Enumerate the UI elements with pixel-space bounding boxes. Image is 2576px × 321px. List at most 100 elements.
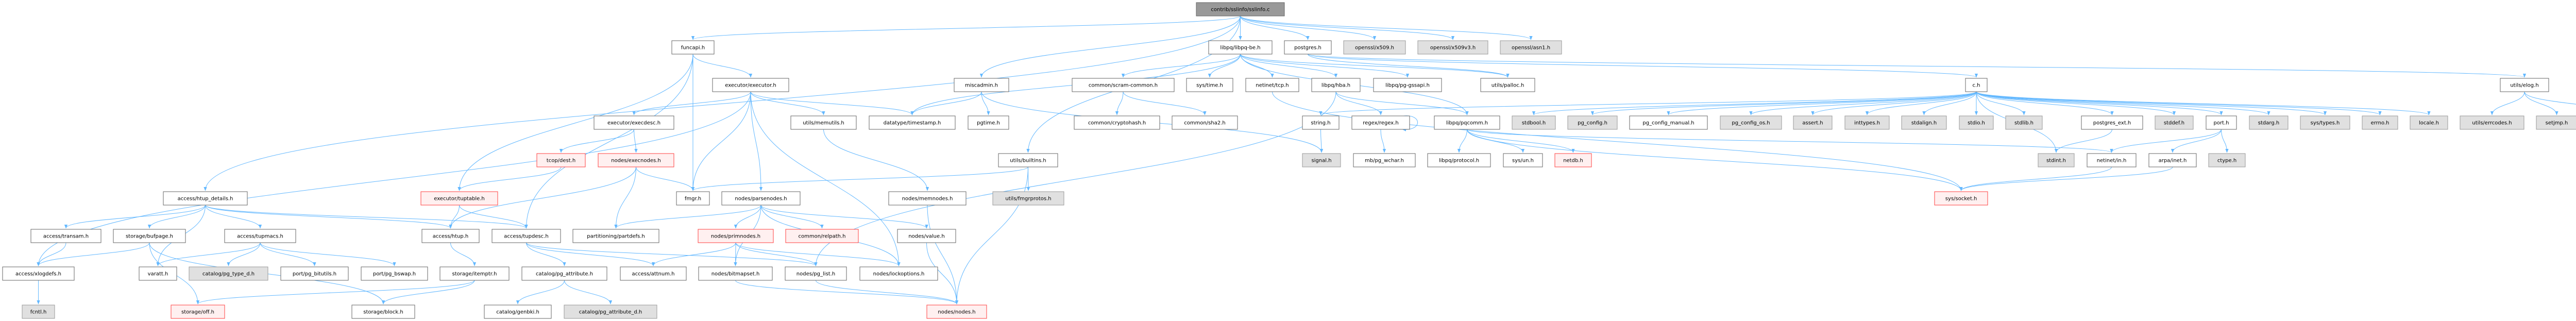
node-parsenodes[interactable]: nodes/parsenodes.h — [721, 191, 801, 206]
node-arpainet[interactable]: arpa/inet.h — [2148, 153, 2197, 167]
node-builtins[interactable]: utils/builtins.h — [998, 153, 1058, 167]
node-pqcomm[interactable]: libpq/pqcomm.h — [1434, 115, 1500, 130]
node-nodes[interactable]: nodes/nodes.h — [926, 305, 987, 319]
edge-execnodes-to-partdefs — [614, 166, 636, 229]
node-tupdesc[interactable]: access/tupdesc.h — [492, 229, 561, 243]
node-palloc[interactable]: utils/palloc.h — [1480, 78, 1535, 92]
node-regex[interactable]: regex/regex.h — [1351, 115, 1410, 130]
node-string[interactable]: string.h — [1302, 115, 1340, 130]
node-errcodes[interactable]: utils/errcodes.h — [2460, 115, 2524, 130]
node-itemptr[interactable]: storage/itemptr.h — [439, 266, 510, 281]
node-value[interactable]: nodes/value.h — [897, 229, 956, 243]
node-pgattributed[interactable]: catalog/pg_attribute_d.h — [564, 305, 657, 319]
node-timestamp[interactable]: datatype/timestamp.h — [869, 115, 956, 130]
node-x509[interactable]: openssl/x509.h — [1343, 40, 1406, 55]
node-sysun[interactable]: sys/un.h — [1503, 153, 1543, 167]
node-bufpage[interactable]: storage/bufpage.h — [113, 229, 186, 243]
node-sha2[interactable]: common/sha2.h — [1172, 115, 1238, 130]
node-postgresext[interactable]: postgres_ext.h — [2081, 115, 2143, 130]
node-partdefs[interactable]: partitioning/partdefs.h — [572, 229, 659, 243]
node-box — [1427, 153, 1491, 167]
node-pgconfig[interactable]: pg_config.h — [1567, 115, 1618, 130]
node-hba[interactable]: libpq/hba.h — [1311, 78, 1361, 92]
node-stdio[interactable]: stdio.h — [1959, 115, 1994, 130]
node-bitmapset[interactable]: nodes/bitmapset.h — [698, 266, 773, 281]
node-setjmp[interactable]: setjmp.h — [2536, 115, 2576, 130]
node-tcopdest[interactable]: tcop/dest.h — [536, 153, 586, 167]
edge-hba-to-pqcomm — [1335, 91, 1469, 115]
node-pglist[interactable]: nodes/pg_list.h — [785, 266, 847, 281]
node-inttypes[interactable]: inttypes.h — [1844, 115, 1890, 130]
node-tuptable[interactable]: executor/tuptable.h — [420, 191, 498, 206]
node-stdint[interactable]: stdint.h — [2038, 153, 2075, 167]
node-port[interactable]: port.h — [2206, 115, 2237, 130]
node-signal[interactable]: signal.h — [1302, 153, 1341, 167]
node-block[interactable]: storage/block.h — [351, 305, 415, 319]
edge-builtins-to-fmgr — [691, 166, 1028, 191]
node-scram[interactable]: common/scram-common.h — [1072, 78, 1175, 92]
node-asn1[interactable]: openssl/asn1.h — [1500, 40, 1562, 55]
node-gssapi[interactable]: libpq/pg-gssapi.h — [1373, 78, 1442, 92]
node-systime[interactable]: sys/time.h — [1186, 78, 1233, 92]
node-sslinfo[interactable]: contrib/sslinfo/sslinfo.c — [1196, 2, 1285, 16]
node-pgconfigos[interactable]: pg_config_os.h — [1720, 115, 1782, 130]
node-genbki[interactable]: catalog/genbki.h — [484, 305, 552, 319]
node-pgtyped[interactable]: catalog/pg_type_d.h — [189, 266, 268, 281]
node-x509v3[interactable]: openssl/x509v3.h — [1417, 40, 1488, 55]
node-netdb[interactable]: netdb.h — [1554, 153, 1592, 167]
node-transam[interactable]: access/transam.h — [30, 229, 101, 243]
node-box — [1480, 78, 1535, 92]
node-box — [1959, 115, 1994, 130]
node-label: access/xlogdefs.h — [15, 272, 61, 277]
node-label: datatype/timestamp.h — [884, 121, 941, 126]
node-assert[interactable]: assert.h — [1793, 115, 1833, 130]
edge-pgattribute-to-genbki — [516, 280, 565, 305]
node-execnodes[interactable]: nodes/execnodes.h — [598, 153, 674, 167]
node-htupdetails[interactable]: access/htup_details.h — [163, 191, 248, 206]
node-memnodes[interactable]: nodes/memnodes.h — [888, 191, 967, 206]
node-pgconfigmanual[interactable]: pg_config_manual.h — [1629, 115, 1708, 130]
node-relpath[interactable]: common/relpath.h — [785, 229, 859, 243]
node-pgwchar[interactable]: mb/pg_wchar.h — [1353, 153, 1416, 167]
node-stdalign[interactable]: stdalign.h — [1901, 115, 1947, 130]
node-attnum[interactable]: access/attnum.h — [620, 266, 687, 281]
node-lockoptions[interactable]: nodes/lockoptions.h — [859, 266, 938, 281]
node-execdesc[interactable]: executor/execdesc.h — [594, 115, 674, 130]
node-executor[interactable]: executor/executor.h — [712, 78, 789, 92]
node-funcapi[interactable]: funcapi.h — [671, 40, 715, 55]
node-stdbool[interactable]: stdbool.h — [1512, 115, 1556, 130]
node-pgtime[interactable]: pgtime.h — [968, 115, 1009, 130]
node-stddef[interactable]: stddef.h — [2155, 115, 2194, 130]
node-fmgr[interactable]: fmgr.h — [676, 191, 710, 206]
node-htup[interactable]: access/htup.h — [421, 229, 480, 243]
node-off[interactable]: storage/off.h — [171, 305, 225, 319]
node-varatt[interactable]: varatt.h — [139, 266, 177, 281]
node-locale[interactable]: locale.h — [2410, 115, 2448, 130]
node-miscadmin[interactable]: miscadmin.h — [954, 78, 1009, 92]
node-postgres[interactable]: postgres.h — [1284, 40, 1332, 55]
node-pgbitutils[interactable]: port/pg_bitutils.h — [280, 266, 349, 281]
node-ctype[interactable]: ctype.h — [2208, 153, 2246, 167]
node-pgbswap[interactable]: port/pg_bswap.h — [361, 266, 428, 281]
node-protocol[interactable]: libpq/protocol.h — [1427, 153, 1491, 167]
node-systypes[interactable]: sys/types.h — [2300, 115, 2350, 130]
node-fmgrprotos[interactable]: utils/fmgrprotos.h — [992, 191, 1064, 206]
node-tcp[interactable]: netinet/tcp.h — [1245, 78, 1299, 92]
node-syssocket[interactable]: sys/socket.h — [1934, 191, 1988, 206]
node-tupmacs[interactable]: access/tupmacs.h — [224, 229, 296, 243]
node-stdarg[interactable]: stdarg.h — [2249, 115, 2289, 130]
node-memutils[interactable]: utils/memutils.h — [790, 115, 857, 130]
node-elog[interactable]: utils/elog.h — [2500, 78, 2549, 92]
node-netinetin[interactable]: netinet/in.h — [2087, 153, 2137, 167]
node-cryptohash[interactable]: common/cryptohash.h — [1074, 115, 1160, 130]
node-primnodes[interactable]: nodes/primnodes.h — [698, 229, 774, 243]
node-xlogdefs[interactable]: access/xlogdefs.h — [2, 266, 75, 281]
node-pgattribute[interactable]: catalog/pg_attribute.h — [521, 266, 607, 281]
node-label: catalog/genbki.h — [496, 310, 539, 315]
node-stdlib[interactable]: stdlib.h — [2005, 115, 2043, 130]
node-box — [785, 229, 859, 243]
node-ch[interactable]: c.h — [1965, 78, 1988, 92]
node-fcntl[interactable]: fcntl.h — [22, 305, 55, 319]
node-errno[interactable]: errno.h — [2362, 115, 2398, 130]
node-libpqbe[interactable]: libpq/libpq-be.h — [1208, 40, 1273, 55]
